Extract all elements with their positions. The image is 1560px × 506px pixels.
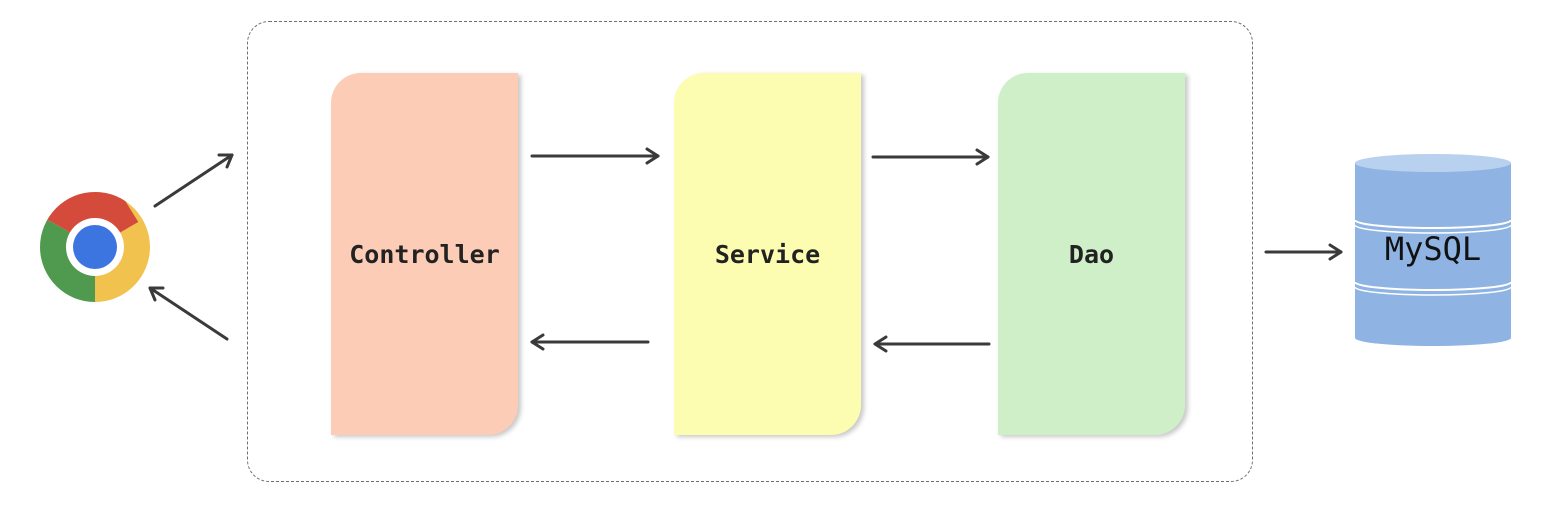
mysql-database-icon	[1354, 154, 1512, 346]
dao-layer: Dao	[998, 73, 1185, 435]
arrow-app-to-database	[1264, 243, 1343, 261]
arrow-browser-to-app	[153, 153, 234, 208]
chrome-browser-icon	[40, 192, 150, 302]
service-label: Service	[714, 239, 821, 269]
application-boundary	[247, 21, 1253, 482]
service-layer: Service	[674, 73, 861, 435]
mysql-label: MySQL	[1384, 230, 1482, 268]
arrow-controller-to-service	[530, 147, 660, 165]
controller-label: Controller	[349, 239, 500, 269]
arrow-dao-to-service	[873, 335, 991, 353]
arrow-service-to-dao	[871, 148, 990, 166]
arrow-app-to-browser	[148, 286, 229, 341]
arrow-service-to-controller	[530, 333, 650, 351]
controller-layer: Controller	[331, 73, 518, 435]
dao-label: Dao	[1068, 239, 1115, 269]
